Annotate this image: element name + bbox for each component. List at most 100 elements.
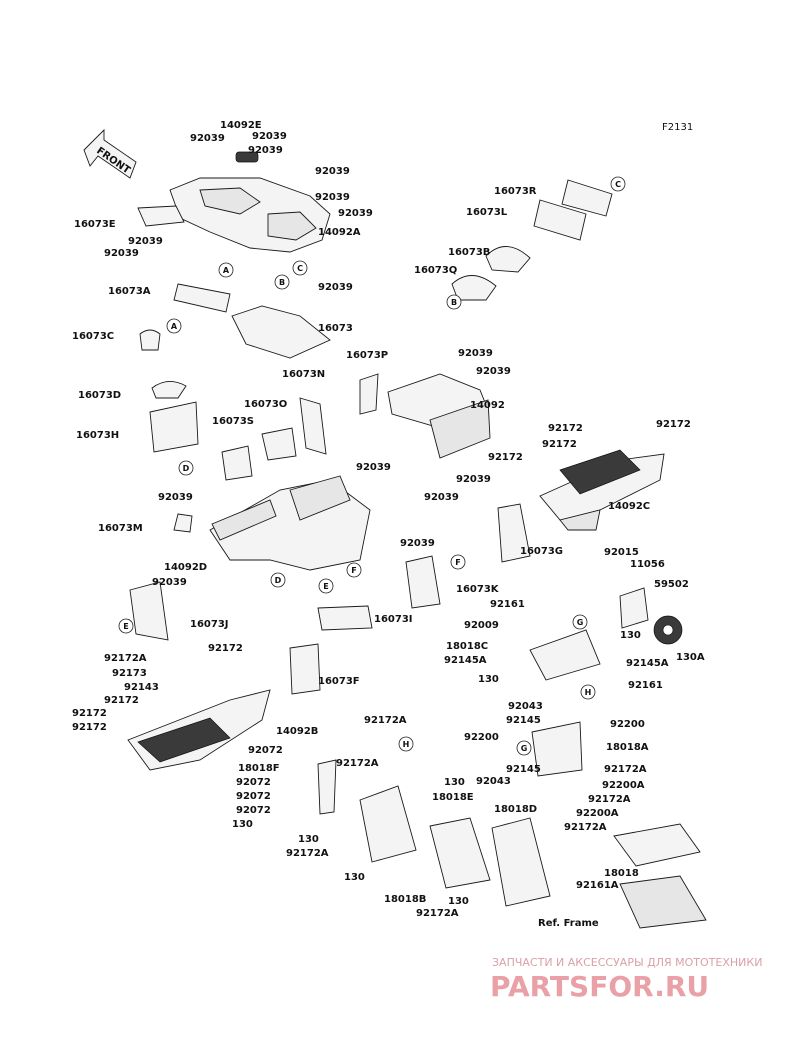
part-label: 16073O: [244, 399, 287, 410]
svg-text:G: G: [521, 744, 528, 753]
part-label: 16073I: [374, 614, 413, 625]
part-label: 130: [620, 630, 641, 641]
right-footrest-14092C: [539, 449, 665, 531]
bracket-18018D: [491, 817, 551, 907]
svg-text:G: G: [577, 618, 584, 627]
part-label: 16073M: [98, 523, 143, 534]
floor-panel-16073: [231, 305, 331, 359]
svg-text:A: A: [171, 322, 178, 331]
part-label: 92172: [72, 722, 107, 733]
part-label: 92039: [424, 492, 459, 503]
part-label: 16073D: [78, 390, 121, 401]
part-label: 92172A: [286, 848, 329, 859]
part-label: 16073P: [346, 350, 388, 361]
part-label: 14092A: [318, 227, 361, 238]
part-label: 92172: [72, 708, 107, 719]
ref-frame-label: Ref. Frame: [538, 918, 599, 929]
svg-text:H: H: [585, 688, 592, 697]
part-label: 92172A: [604, 764, 647, 775]
pad-16073P: [359, 373, 379, 415]
part-label: 130: [298, 834, 319, 845]
pad-16073J: [129, 581, 169, 641]
part-label: 16073A: [108, 286, 151, 297]
part-label: 14092C: [608, 501, 650, 512]
diagram-code: F2131: [662, 122, 693, 133]
part-label: 92039: [476, 366, 511, 377]
center-body-panel: [209, 475, 371, 571]
part-label: 14092D: [164, 562, 207, 573]
part-label: 18018A: [606, 742, 649, 753]
pad-16073N: [299, 397, 327, 455]
svg-text:C: C: [297, 264, 303, 273]
watermark-brand: PARTSFOR.RU: [490, 970, 709, 1003]
part-label: 130: [344, 872, 365, 883]
part-label: 92039: [158, 492, 193, 503]
part-label: 92161: [628, 680, 663, 691]
cover-pads-top-right: [451, 179, 613, 301]
callout-b: B: [446, 294, 462, 310]
rear-tray-18018: [613, 823, 707, 929]
bracket-18018B: [359, 785, 417, 863]
part-label: 92172: [548, 423, 583, 434]
part-label: 92145: [506, 764, 541, 775]
pad-16073F: [289, 643, 321, 695]
bracket-18018F: [317, 759, 337, 815]
front-arrow-icon: FRONT: [83, 128, 137, 179]
part-label: 16073S: [212, 416, 254, 427]
part-label: 16073R: [494, 186, 537, 197]
part-label: 18018C: [446, 641, 488, 652]
part-label: 92015: [604, 547, 639, 558]
part-label: 92072: [236, 791, 271, 802]
left-footrest-14092B: [127, 689, 271, 771]
part-label: 16073G: [520, 546, 563, 557]
part-label: 130: [478, 674, 499, 685]
part-label: 92172: [104, 695, 139, 706]
part-label: 92143: [124, 682, 159, 693]
part-label: 92172A: [564, 822, 607, 833]
watermark-logo: ЗАПЧАСТИ И АКСЕССУАРЫ ДЛЯ МОТОТЕХНИКИ PA…: [490, 956, 762, 1003]
watermark-subtitle: ЗАПЧАСТИ И АКСЕССУАРЫ ДЛЯ МОТОТЕХНИКИ: [492, 956, 762, 969]
front-cowl-assembly: [137, 151, 331, 253]
part-label: 16073: [318, 323, 353, 334]
part-label: 92200: [464, 732, 499, 743]
part-label: 16073K: [456, 584, 500, 595]
svg-text:B: B: [451, 298, 457, 307]
part-label: 92161: [490, 599, 525, 610]
callout-d: D: [270, 572, 286, 588]
pad-16073C: [139, 329, 161, 351]
svg-text:H: H: [403, 740, 410, 749]
svg-text:E: E: [323, 582, 328, 591]
part-label: 92039: [128, 236, 163, 247]
part-label: 16073N: [282, 369, 325, 380]
part-label: 130A: [676, 652, 705, 663]
svg-text:F: F: [351, 566, 356, 575]
part-label: 130: [232, 819, 253, 830]
callout-h: H: [580, 684, 596, 700]
pad-16073S: [221, 445, 253, 481]
part-labels: 14092E 92039 92039 92039 92039 92039 92039 1607…: [72, 120, 705, 919]
part-label: 14092: [470, 400, 505, 411]
part-label: 92072: [236, 805, 271, 816]
part-label: 92043: [508, 701, 543, 712]
part-label: 92200A: [576, 808, 619, 819]
part-label: 92043: [476, 776, 511, 787]
part-label: 92039: [315, 166, 350, 177]
part-label: 92172: [208, 643, 243, 654]
pad-16073D: [151, 381, 187, 399]
part-label: 92039: [248, 145, 283, 156]
callout-c: C: [610, 176, 626, 192]
part-label: 130: [444, 777, 465, 788]
part-label: 92039: [456, 474, 491, 485]
part-label: 92200: [610, 719, 645, 730]
part-label: 130: [448, 896, 469, 907]
pad-16073H: [149, 401, 199, 453]
fan-59502-icon: [653, 615, 683, 645]
part-label: 92172A: [416, 908, 459, 919]
part-label: 92172A: [588, 794, 631, 805]
part-label: 92039: [458, 348, 493, 359]
part-label: 92039: [315, 192, 350, 203]
callout-f: F: [346, 562, 362, 578]
part-label: 92172: [488, 452, 523, 463]
